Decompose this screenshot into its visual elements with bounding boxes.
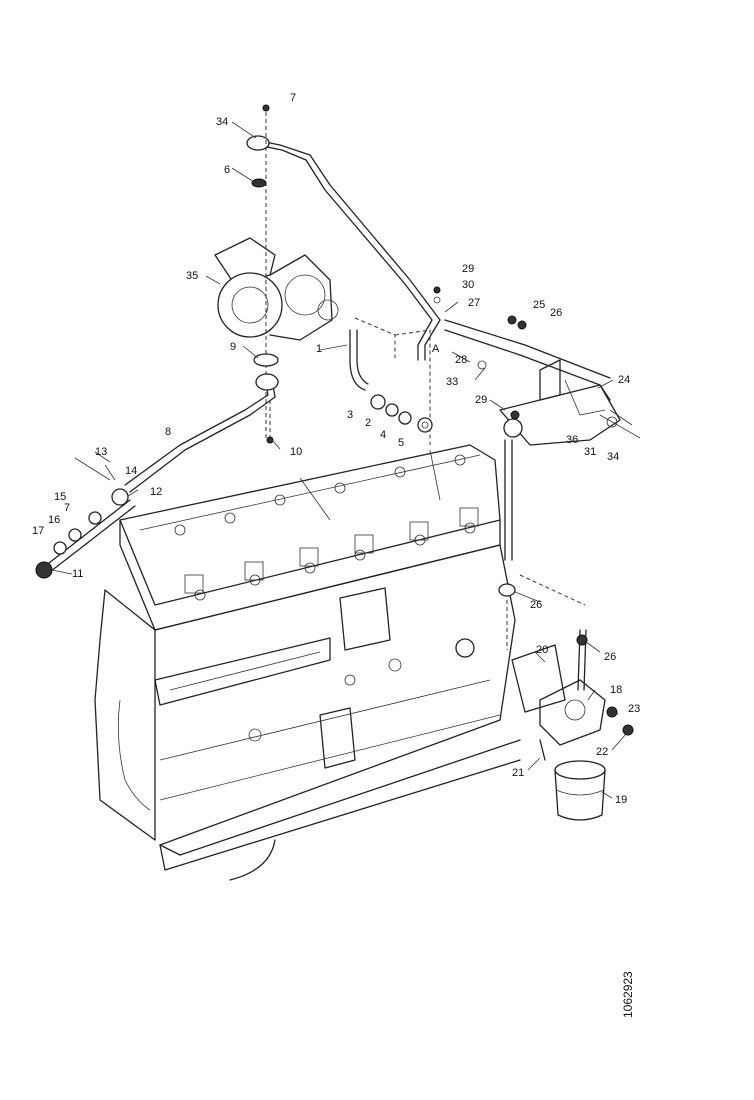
callout-c1: 1 — [316, 343, 322, 355]
engine-block — [94, 444, 521, 881]
callout-c7b: 7 — [64, 502, 70, 514]
callout-c29: 29 — [462, 263, 474, 275]
turbocharger — [214, 237, 339, 341]
callout-c26a: 26 — [550, 307, 562, 319]
callout-c30: 30 — [462, 279, 474, 291]
callout-c5: 5 — [398, 437, 404, 449]
callout-c26b: 26 — [530, 599, 542, 611]
callout-cA: A — [432, 343, 440, 355]
callout-c25: 25 — [533, 299, 545, 311]
callout-c16: 16 — [48, 514, 60, 526]
callout-c10: 10 — [290, 446, 302, 458]
callout-c12: 12 — [150, 486, 162, 498]
leader-lines — [51, 121, 627, 799]
callout-c26c: 26 — [604, 651, 616, 663]
oil-pipe-8 — [124, 353, 279, 493]
callout-c21: 21 — [512, 767, 524, 779]
filter-head-assembly — [498, 439, 634, 761]
callout-c13: 13 — [95, 446, 107, 458]
drawing-number-text: 1062923 — [621, 971, 635, 1018]
callout-c15: 15 — [54, 491, 66, 503]
callout-c6: 6 — [224, 164, 230, 176]
callout-c2: 2 — [365, 417, 371, 429]
callout-c24: 24 — [618, 374, 630, 386]
callout-c11: 11 — [72, 568, 83, 580]
callout-c31: 31 — [584, 446, 596, 458]
callout-c35: 35 — [186, 270, 198, 282]
hose-1-and-seals — [349, 317, 433, 445]
drawing-number: 1062923 — [617, 960, 637, 1020]
left-fitting-stack — [35, 457, 136, 579]
callout-c36: 36 — [566, 434, 578, 446]
callout-c19: 19 — [615, 794, 627, 806]
callout-c34b: 34 — [607, 451, 619, 463]
callout-c17: 17 — [32, 525, 44, 537]
oil-filter — [554, 760, 606, 821]
callout-c27: 27 — [468, 297, 480, 309]
callout-c20: 20 — [536, 644, 548, 656]
callout-c18: 18 — [610, 684, 622, 696]
callout-c22: 22 — [596, 746, 608, 758]
callout-c34a: 34 — [216, 116, 228, 128]
upper-return-pipe — [246, 104, 441, 440]
callout-c9: 9 — [230, 341, 236, 353]
callout-c23: 23 — [628, 703, 640, 715]
callout-c3: 3 — [347, 409, 353, 421]
callout-c8: 8 — [165, 426, 171, 438]
callout-c28: 28 — [455, 354, 467, 366]
callout-c14: 14 — [125, 465, 137, 477]
callout-c33: 33 — [446, 376, 458, 388]
bracket-assembly — [433, 286, 641, 446]
callout-c4: 4 — [380, 429, 386, 441]
callout-c7a: 7 — [290, 92, 296, 104]
callout-c29b: 29 — [475, 394, 487, 406]
